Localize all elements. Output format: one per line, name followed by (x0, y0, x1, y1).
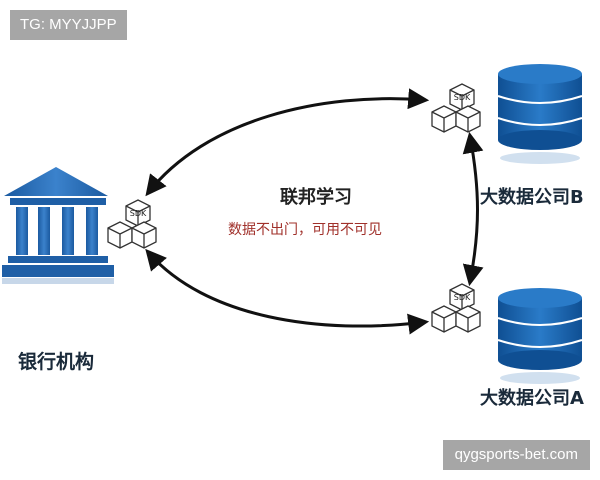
sdk-cubes-bank: SDK (107, 199, 157, 249)
bank-label: 银行机构 (18, 351, 95, 373)
database-b-icon (497, 64, 583, 164)
sdk-label-bank: SDK (130, 209, 147, 218)
sdk-label-company-a: SDK (454, 293, 471, 302)
watermark-top: TG: MYYJJPP (10, 10, 127, 40)
company-b-label: 大数据公司B (480, 187, 584, 208)
sdk-label-company-b: SDK (454, 93, 471, 102)
arrow-bank-to-company-a (145, 248, 430, 335)
arrow-company-b-to-company-a (462, 131, 484, 287)
sdk-cubes-company-b: SDK (431, 83, 481, 133)
database-a-icon (497, 288, 583, 384)
diagram-title: 联邦学习 (280, 187, 352, 208)
arrow-bank-to-company-b (145, 88, 430, 197)
diagram-subtitle: 数据不出门，可用不可见 (228, 222, 382, 238)
company-a-label: 大数据公司A (480, 388, 584, 409)
watermark-bottom: qygsports-bet.com (442, 440, 590, 470)
bank-icon (2, 167, 114, 284)
sdk-cubes-company-a: SDK (431, 283, 481, 333)
